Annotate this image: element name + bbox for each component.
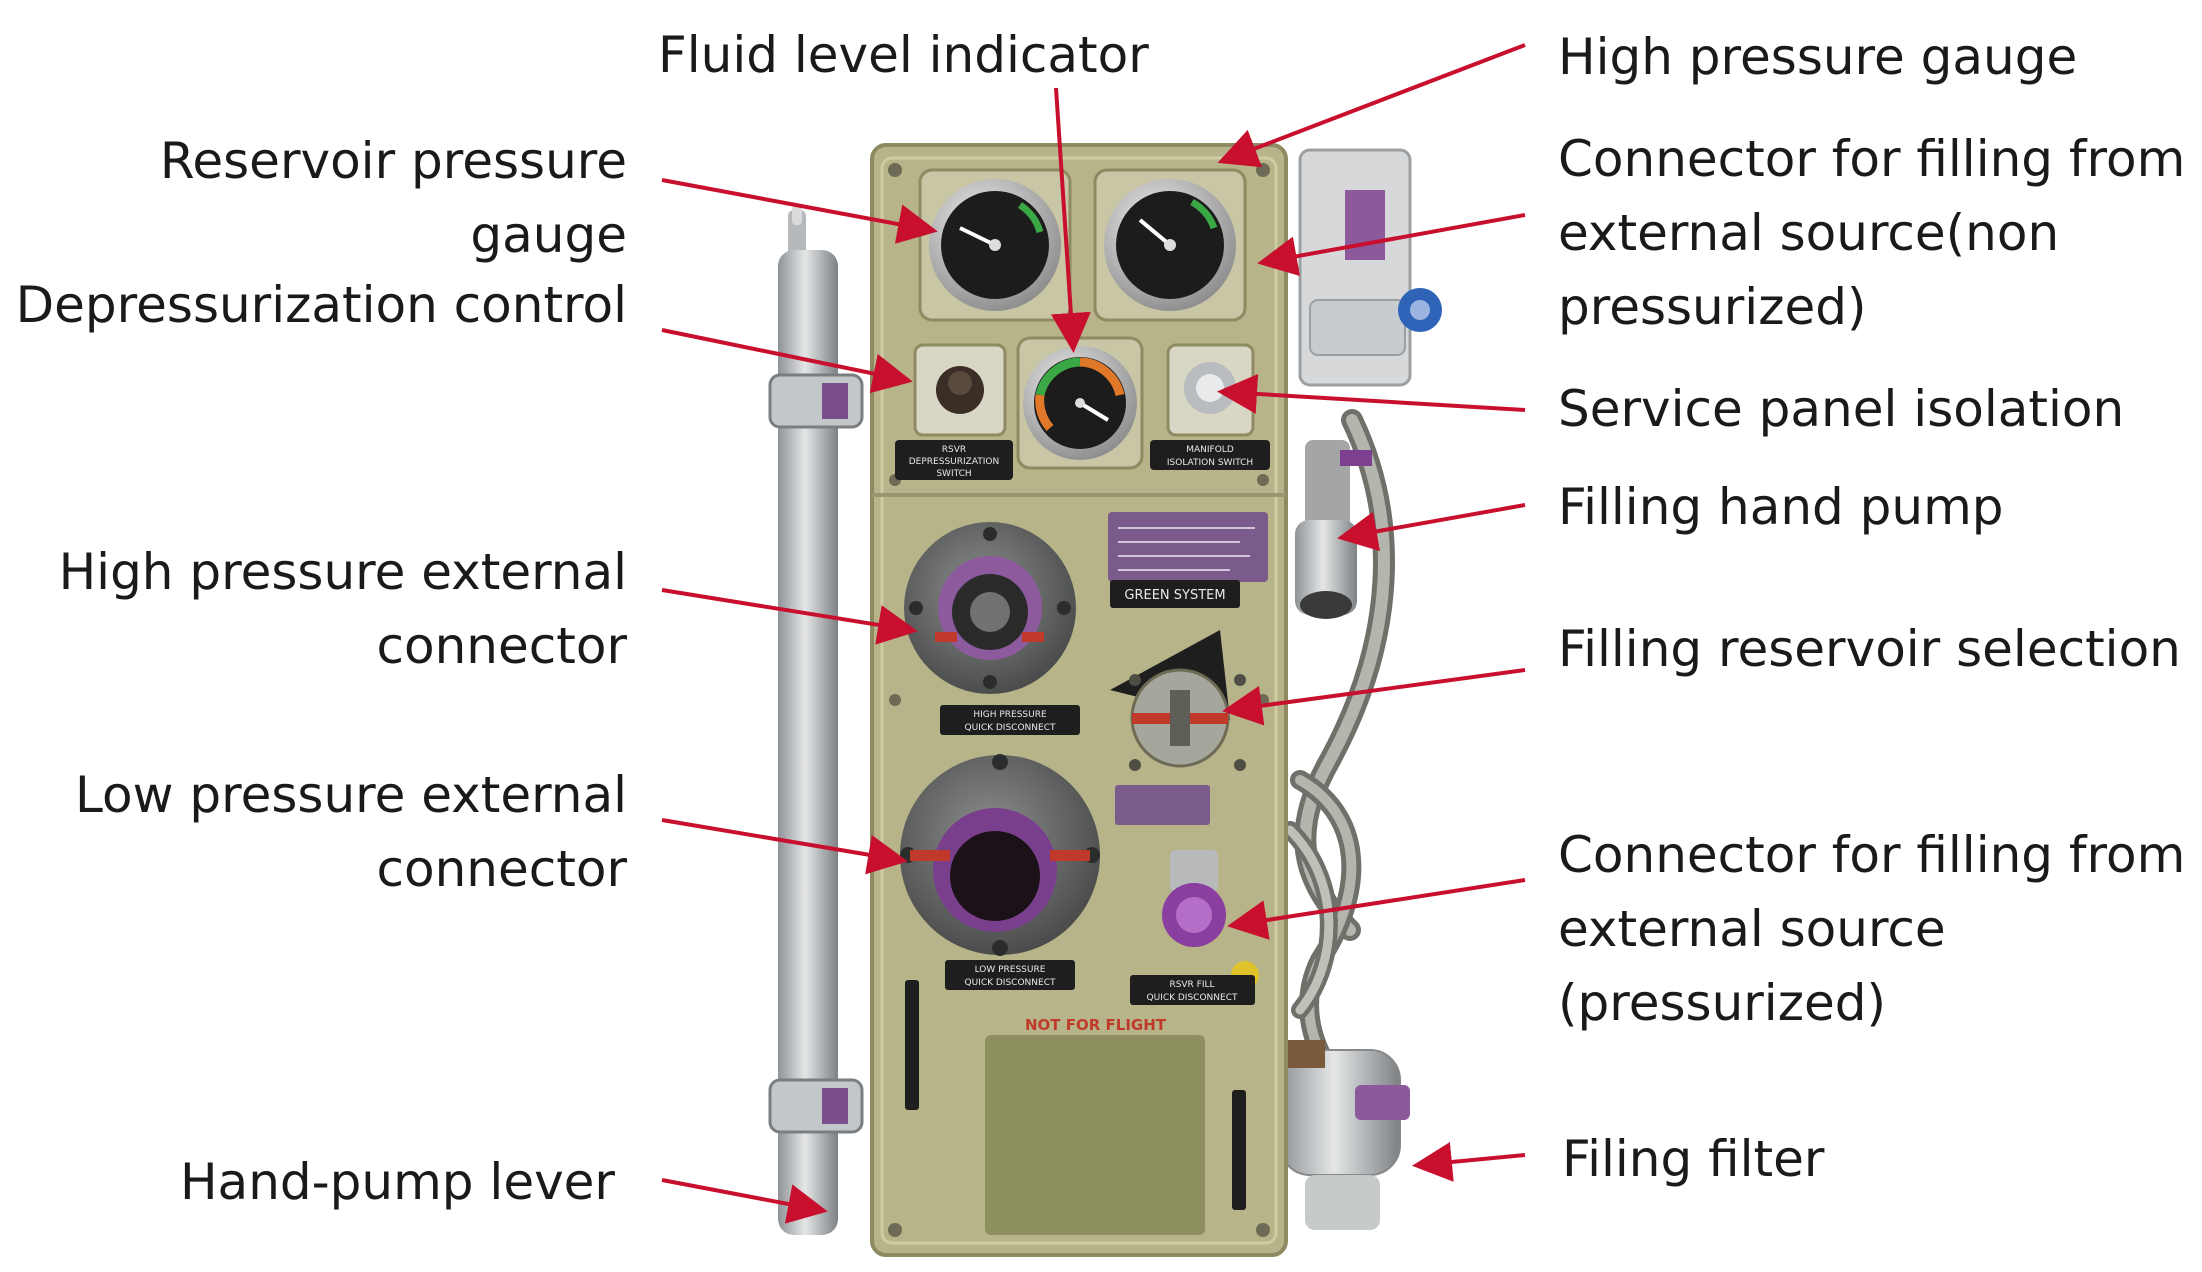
- label-connector-pressurized: Connector for filling from external sour…: [1558, 818, 2185, 1040]
- arrow-filing-filter: [1412, 1142, 1526, 1182]
- low-pressure-connector: LOW PRESSURE QUICK DISCONNECT: [900, 754, 1100, 990]
- rsvr-fill-plate-line2: QUICK DISCONNECT: [1147, 993, 1238, 1003]
- hp-qd-plate-line1: HIGH PRESSURE: [973, 710, 1047, 720]
- label-line: High pressure gauge: [1558, 28, 2078, 86]
- label-line: external source(non: [1558, 204, 2060, 262]
- label-line: gauge: [470, 206, 627, 264]
- arrow-service-panel-isolation: [1217, 373, 1526, 414]
- label-line: Hand-pump lever: [179, 1153, 615, 1211]
- label-filing-filter: Filing filter: [1562, 1122, 1824, 1196]
- lp-qd-plate-line1: LOW PRESSURE: [975, 965, 1046, 975]
- label-low-pressure-external-connector: Low pressure external connector: [75, 758, 627, 906]
- label-line: Filling reservoir selection: [1558, 620, 2181, 678]
- label-line: High pressure external: [58, 543, 627, 601]
- reservoir-pressure-gauge-dial: [918, 168, 1072, 322]
- label-filling-reservoir-selection: Filling reservoir selection: [1558, 612, 2181, 686]
- high-pressure-connector: HIGH PRESSURE QUICK DISCONNECT: [904, 522, 1080, 735]
- label-high-pressure-external-connector: High pressure external connector: [59, 535, 627, 683]
- side-valve-block: [1298, 148, 1442, 387]
- label-line: Fluid level indicator: [658, 26, 1149, 84]
- arrow-high-pressure-external-connector: [661, 588, 918, 645]
- filling-hand-pump-body: [1295, 440, 1372, 619]
- label-line: Depressurization control: [15, 276, 627, 334]
- arrow-low-pressure-external-connector: [661, 818, 908, 875]
- label-reservoir-pressure-gauge: Reservoir pressure gauge: [160, 124, 627, 272]
- label-line: Connector for filling from: [1558, 130, 2186, 188]
- label-line: pressurized): [1558, 278, 1867, 336]
- label-filling-hand-pump: Filling hand pump: [1558, 470, 2004, 544]
- arrow-connector-pressurized: [1227, 878, 1526, 940]
- hand-pump-lever-tube: [768, 205, 864, 1235]
- manifold-plate-line1: MANIFOLD: [1186, 445, 1234, 455]
- arrow-filling-reservoir-selection: [1222, 668, 1526, 726]
- arrow-reservoir-pressure-gauge: [661, 178, 938, 244]
- hydraulic-hoses: [1281, 409, 1395, 1080]
- label-hand-pump-lever: Hand-pump lever: [180, 1145, 615, 1219]
- fluid-level-indicator-dial: [1016, 336, 1144, 470]
- arrow-depressurization-control: [661, 328, 913, 394]
- manifold-plate-line2: ISOLATION SWITCH: [1167, 458, 1253, 468]
- not-for-flight-area: NOT FOR FLIGHT: [905, 980, 1246, 1235]
- reservoir-fill-connector: RSVR FILL QUICK DISCONNECT: [1115, 785, 1259, 1005]
- depressurization-switch: RSVR DEPRESSURIZATION SWITCH: [895, 343, 1013, 480]
- manifold-isolation-switch: MANIFOLD ISOLATION SWITCH: [1150, 343, 1270, 470]
- label-line: Low pressure external: [75, 766, 627, 824]
- label-connector-non-pressurized: Connector for filling from external sour…: [1558, 122, 2185, 344]
- label-depressurization-control: Depressurization control: [16, 268, 627, 342]
- label-service-panel-isolation: Service panel isolation: [1558, 372, 2124, 446]
- arrow-fluid-level-indicator: [1050, 87, 1091, 353]
- label-line: connector: [376, 840, 627, 898]
- label-line: external source: [1558, 900, 1946, 958]
- not-for-flight-label: NOT FOR FLIGHT: [1025, 1016, 1167, 1034]
- hp-qd-plate-line2: QUICK DISCONNECT: [965, 723, 1056, 733]
- depress-switch-plate-line3: SWITCH: [936, 469, 971, 479]
- depress-switch-plate-line1: RSVR: [942, 445, 966, 455]
- green-system-label: GREEN SYSTEM: [1124, 588, 1225, 603]
- arrow-high-pressure-gauge: [1217, 43, 1526, 168]
- high-pressure-gauge-dial: [1093, 168, 1247, 322]
- filing-filter-body: [1279, 1040, 1410, 1230]
- label-line: Filing filter: [1562, 1130, 1825, 1188]
- label-line: Filling hand pump: [1558, 478, 2004, 536]
- label-line: connector: [376, 617, 627, 675]
- arrow-connector-non-pressurized: [1257, 213, 1526, 276]
- label-line: Service panel isolation: [1558, 380, 2125, 438]
- lp-qd-plate-line2: QUICK DISCONNECT: [965, 978, 1056, 988]
- depress-switch-plate-line2: DEPRESSURIZATION: [909, 457, 1000, 467]
- label-fluid-level-indicator: Fluid level indicator: [658, 18, 1149, 92]
- info-placard: GREEN SYSTEM: [1108, 512, 1268, 608]
- label-line: (pressurized): [1558, 974, 1886, 1032]
- label-high-pressure-gauge: High pressure gauge: [1558, 20, 2077, 94]
- label-line: Reservoir pressure: [159, 132, 627, 190]
- arrow-filling-hand-pump: [1337, 503, 1526, 552]
- rsvr-fill-plate-line1: RSVR FILL: [1169, 980, 1214, 990]
- annotation-arrows: [661, 43, 1526, 1224]
- label-line: Connector for filling from: [1558, 826, 2186, 884]
- arrow-hand-pump-lever: [661, 1178, 828, 1224]
